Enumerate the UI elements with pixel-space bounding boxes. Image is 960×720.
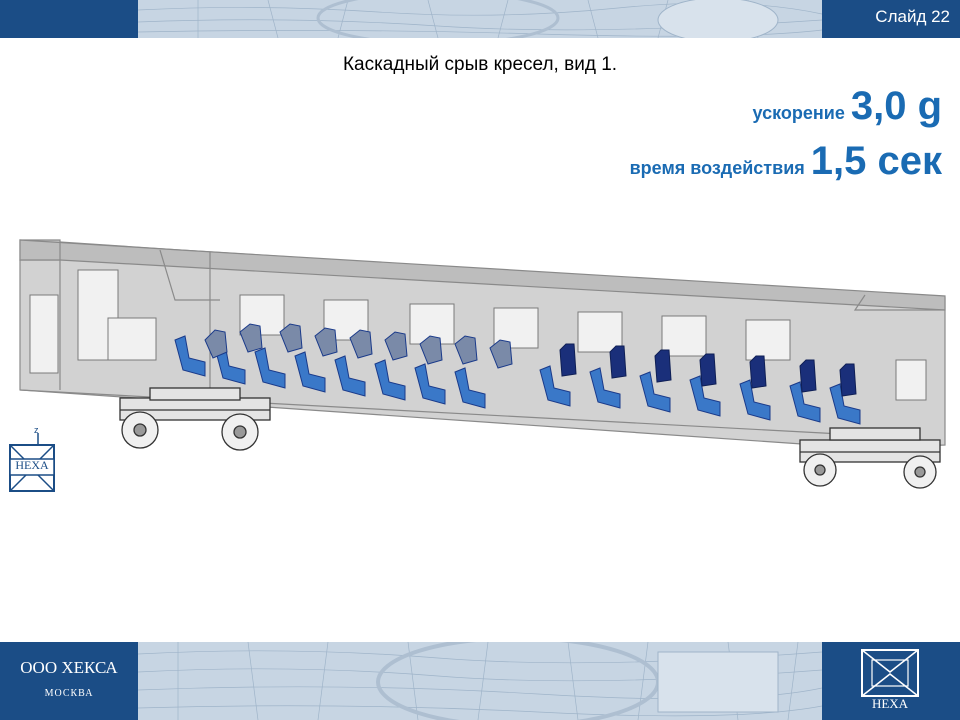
acceleration-label: ускорение: [752, 103, 845, 123]
footer-right-panel: HEXA: [822, 642, 960, 720]
company-name: ООО ХЕКСА: [20, 658, 118, 677]
left-bogie: [119, 387, 271, 451]
seat-rows: [174, 323, 861, 425]
slide-number: Слайд 22: [875, 7, 950, 26]
duration-value: 1,5 сек: [810, 139, 942, 183]
hexa-logo-text: HEXA: [871, 696, 909, 711]
acceleration-value: 3,0 g: [850, 84, 942, 128]
right-bogie: [799, 427, 941, 489]
header-right-panel: Слайд 22: [822, 0, 960, 38]
header-left-panel: [0, 0, 138, 38]
slide-title: Каскадный срыв кресел, вид 1.: [342, 54, 618, 75]
footer-bar: ООО ХЕКСА МОСКВА HEXA: [0, 642, 960, 720]
header-mesh-banner: [138, 0, 822, 38]
railcar-body: [19, 239, 946, 449]
hexa-model-logo: z: [8, 425, 56, 493]
axis-z-label: z: [34, 425, 39, 435]
duration-label: время воздействия: [629, 158, 805, 178]
hexa-model-logo-text: HEXA: [15, 458, 49, 472]
company-city: МОСКВА: [44, 688, 94, 699]
hexa-logo-icon: [861, 649, 919, 697]
footer-mesh-banner: [138, 642, 822, 720]
footer-left-panel: ООО ХЕКСА МОСКВА: [0, 642, 138, 720]
railcar-simulation-view: [0, 200, 960, 500]
header-bar: Слайд 22: [0, 0, 960, 38]
